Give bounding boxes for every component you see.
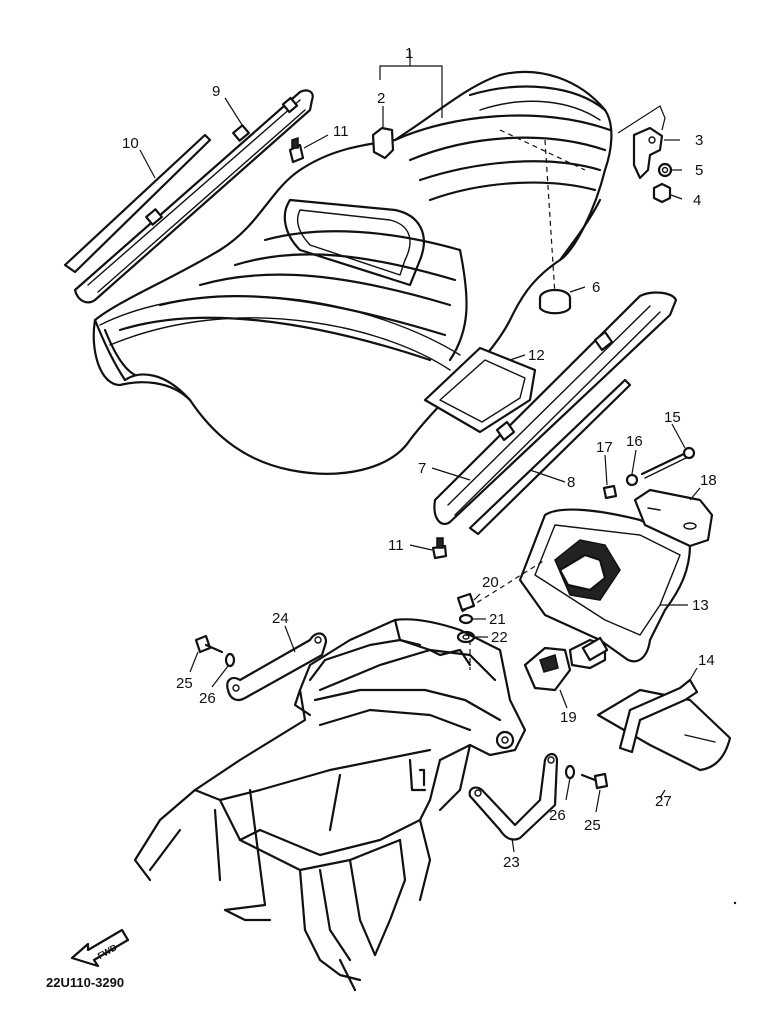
seat-hook: [371, 126, 395, 160]
cover-plate-18: [633, 488, 714, 548]
grab-bar-24: [226, 632, 328, 701]
screw-11-top: [288, 136, 305, 164]
bracket-3: [632, 126, 664, 180]
nut-4: [652, 182, 672, 204]
callout-16: 16: [626, 433, 643, 450]
tail-cowl-13: [518, 508, 692, 663]
callout-11-top: 11: [333, 123, 349, 140]
callout-9: 9: [212, 83, 220, 100]
catalog-code: 22U110-3290: [46, 975, 124, 990]
screw-11-bottom: [431, 537, 448, 560]
callout-21: 21: [489, 611, 506, 628]
callout-7: 7: [418, 460, 426, 477]
nut-17: [602, 484, 618, 500]
speck: [733, 901, 737, 905]
callout-18: 18: [700, 472, 717, 489]
callout-labels: 1 2 3 5 4 6 9 10 11 12 7 8 15 16 17 18 1…: [122, 45, 717, 871]
callout-3: 3: [695, 132, 703, 149]
callout-19: 19: [560, 709, 577, 726]
leader-lines: [139, 50, 701, 853]
storage-tray-12: [423, 346, 537, 434]
bolt-25-right: [580, 772, 609, 790]
side-rail-7: [433, 291, 678, 526]
trim-strip-10: [63, 133, 212, 274]
washer-26-right: [564, 764, 576, 780]
callout-20: 20: [482, 574, 499, 591]
washer-26-left: [224, 652, 236, 668]
callout-27: 27: [655, 793, 672, 810]
callout-2: 2: [377, 90, 385, 107]
callout-12: 12: [528, 347, 545, 364]
strap-14: [618, 678, 699, 754]
tail-light-19: [523, 636, 609, 692]
washer-21: [458, 613, 474, 625]
callout-25-right: 25: [584, 817, 601, 834]
callout-5: 5: [695, 162, 703, 179]
fwd-arrow-icon: FWD: [70, 928, 130, 968]
callout-26-left: 26: [199, 690, 216, 707]
callout-26-right: 26: [549, 807, 566, 824]
callout-13: 13: [692, 597, 709, 614]
callout-6: 6: [592, 279, 600, 296]
washer-16: [625, 473, 639, 487]
trim-strip-8: [468, 378, 632, 536]
callout-23: 23: [503, 854, 520, 871]
callout-15: 15: [664, 409, 681, 426]
callout-17: 17: [596, 439, 613, 456]
seat-assembly: [92, 70, 613, 475]
seat-rail-9: [73, 89, 314, 304]
callout-14: 14: [698, 652, 715, 669]
bolt-25-left: [194, 634, 224, 654]
rear-frame: [133, 618, 527, 992]
callout-10: 10: [122, 135, 139, 152]
collar-5: [657, 162, 673, 178]
bolt-15: [640, 446, 696, 479]
callout-1: 1: [405, 45, 413, 62]
damper-6: [538, 288, 572, 315]
callout-4: 4: [693, 192, 701, 209]
callout-8: 8: [567, 474, 575, 491]
bolt-20: [456, 592, 476, 612]
callout-11-bottom: 11: [388, 537, 404, 554]
callout-22: 22: [491, 629, 508, 646]
grab-bar-23: [468, 752, 559, 841]
callout-24: 24: [272, 610, 289, 627]
callout-25-left: 25: [176, 675, 193, 692]
